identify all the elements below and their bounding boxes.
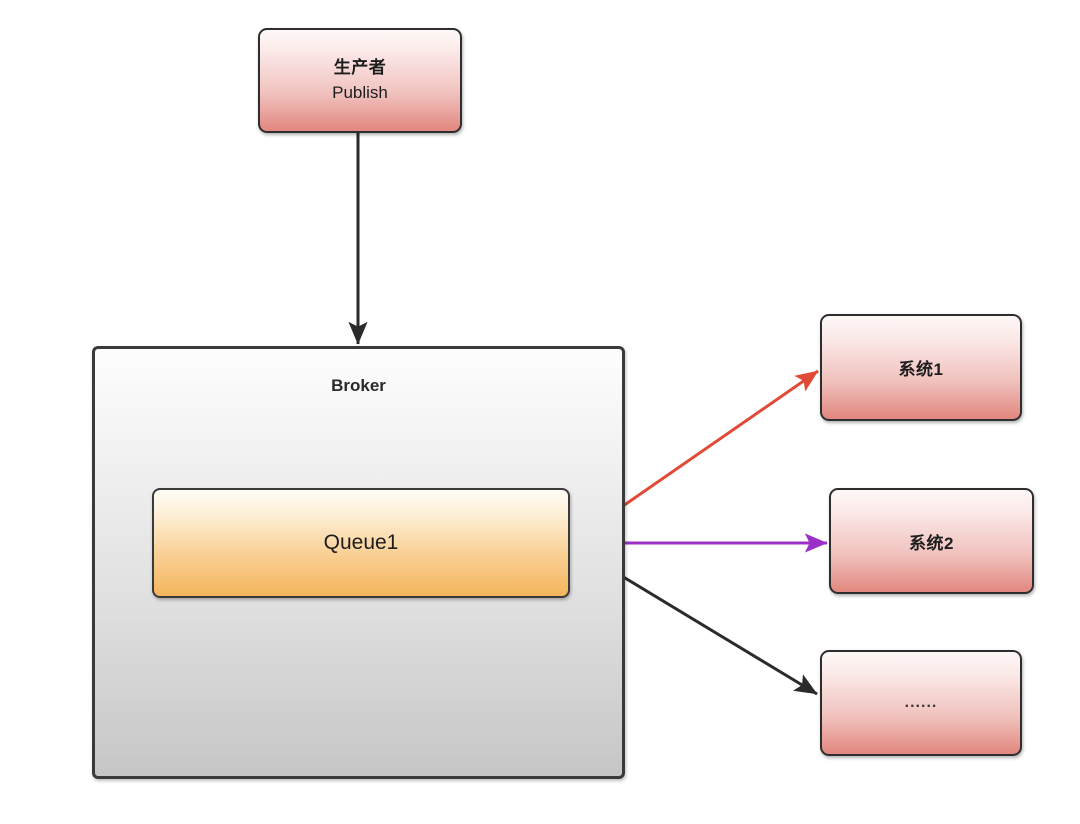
system1-label: 系统1	[898, 360, 944, 379]
system1-node[interactable]: 系统1	[820, 314, 1022, 421]
producer-label: 生产者 Publish	[332, 56, 388, 105]
system2-node[interactable]: 系统2	[829, 488, 1034, 594]
broker-label: Broker	[331, 376, 386, 395]
system2-label: 系统2	[909, 533, 954, 553]
system-more-node[interactable]: ......	[820, 650, 1022, 756]
producer-label-en: Publish	[332, 82, 388, 102]
producer-node[interactable]: 生产者 Publish	[258, 28, 462, 133]
system-more-label: ......	[904, 694, 938, 711]
queue1-label: Queue1	[323, 531, 399, 554]
producer-label-cn: 生产者	[333, 57, 387, 77]
queue1-node[interactable]: Queue1	[152, 488, 570, 598]
